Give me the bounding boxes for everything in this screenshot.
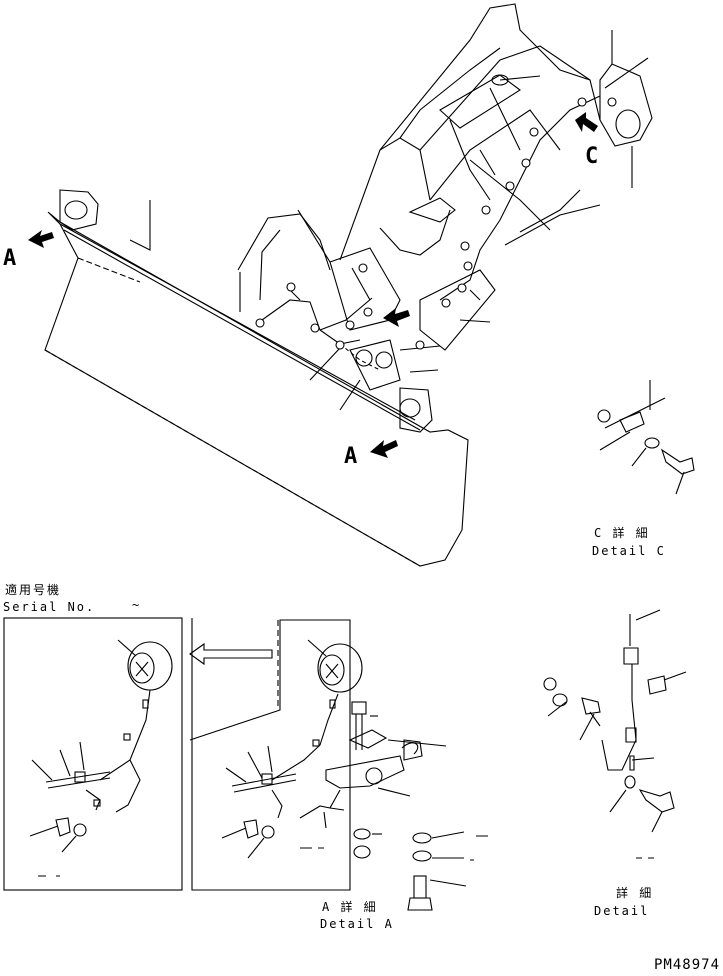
transfer-arrow <box>189 642 273 666</box>
drawing-code: PM48974 <box>654 957 721 973</box>
view-arrow-c <box>575 112 598 132</box>
detail-c-title-jp: C 詳 細 <box>594 526 650 540</box>
serial-title-en: Serial No. <box>3 600 96 614</box>
view-arrow-a-left <box>28 230 54 248</box>
serial-title-jp: 適用号機 <box>5 583 62 597</box>
right-detail-parts <box>543 609 687 859</box>
view-label-c: C <box>585 144 599 169</box>
serial-tilde: ~ <box>132 598 142 612</box>
serial-detail-box <box>3 617 183 891</box>
view-arrow-a-bottom <box>370 440 398 458</box>
view-arrow-mid <box>383 308 410 327</box>
detail-right-title-en: Detail <box>594 904 650 918</box>
blade-assembly <box>44 189 469 567</box>
detail-a-title-jp: A 詳 細 <box>322 900 378 914</box>
detail-a-title-en: Detail A <box>320 917 394 931</box>
detail-right-title-jp: 詳 細 <box>616 886 654 900</box>
detail-c-title-en: Detail C <box>592 544 666 558</box>
view-label-a-bottom: A <box>344 444 358 469</box>
lift-frame <box>237 3 653 411</box>
detail-c-parts <box>597 380 695 495</box>
view-label-a-left: A <box>3 246 17 271</box>
detail-a-parts <box>189 618 488 911</box>
